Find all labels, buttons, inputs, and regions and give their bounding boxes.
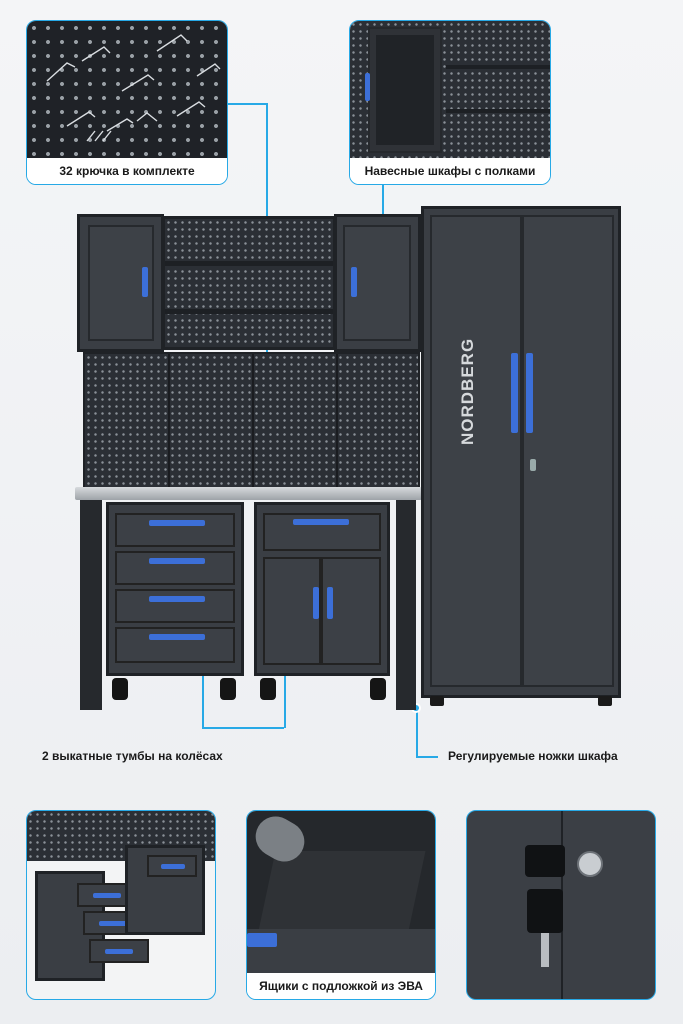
key-icon <box>525 845 565 877</box>
eva-caption: Ящики с подложкой из ЭВА <box>247 973 435 999</box>
steel-worktop <box>75 487 422 500</box>
pegboard-hooks-photo <box>27 21 227 158</box>
cylinder-lock-icon <box>577 851 603 877</box>
rolling-drawer-cabinet <box>106 502 244 676</box>
wall-cabinet-photo <box>350 21 550 158</box>
feet-label: Регулируемые ножки шкафа <box>448 749 618 763</box>
right-wall-cabinet <box>334 214 421 352</box>
wall-cabinets-caption: Навесные шкафы с полками <box>350 158 550 184</box>
brand-logo: NORDBERG <box>458 337 477 445</box>
left-wall-cabinet <box>77 214 164 352</box>
hooks-callout: 32 крючка в комплекте <box>26 20 228 185</box>
lock-icon <box>530 459 536 471</box>
pegboard-wall <box>83 352 420 489</box>
hooks-icon <box>46 34 221 142</box>
rolling-door-cabinet <box>254 502 390 676</box>
lock-key-callout <box>466 810 656 1000</box>
shelf-unit <box>162 216 336 350</box>
hooks-caption: 32 крючка в комплекте <box>27 158 227 184</box>
rolling-label: 2 выкатные тумбы на колёсах <box>42 749 223 763</box>
wall-cabinets-callout: Навесные шкафы с полками <box>349 20 551 185</box>
eva-drawer-callout: Ящики с подложкой из ЭВА <box>246 810 436 1000</box>
tall-cabinet: NORDBERG <box>421 206 621 698</box>
eva-drawer-photo <box>247 811 435 973</box>
rolling-cabinets-photo <box>26 810 216 1000</box>
